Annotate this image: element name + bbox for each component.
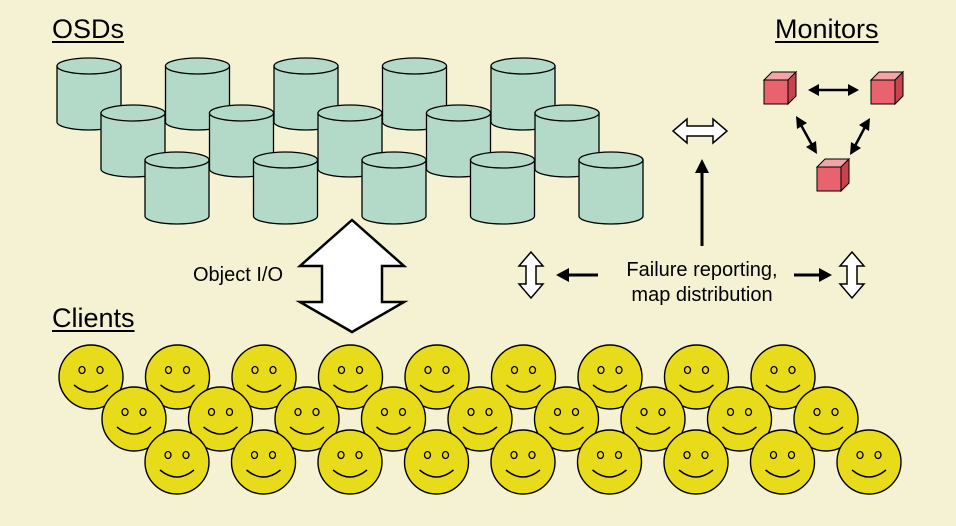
client-smiley-icon: [317, 344, 384, 410]
osd-disk-icon: [252, 151, 319, 225]
client-smiley-icon: [706, 386, 773, 452]
monitor-link-left-head-bottom-icon: [806, 141, 817, 154]
client-smiley-icon: [403, 429, 470, 495]
monitor-cube-icon: [815, 157, 851, 193]
failure-label-line1: Failure reporting,: [626, 259, 778, 281]
client-smiley-icon: [144, 344, 211, 410]
object-io-double-arrow: [295, 218, 409, 334]
client-smiley-icon: [836, 429, 902, 495]
client-smiley-icon: [404, 344, 470, 410]
client-smiley-icon: [274, 386, 340, 452]
failure-up-arrowhead-icon: [695, 159, 709, 173]
osd-disk-icon: [578, 151, 644, 225]
monitor-cube-icon: [762, 70, 798, 106]
client-smiley-icon: [58, 344, 124, 410]
right-vertical-double-arrow-icon: [838, 250, 866, 300]
arrows: [295, 84, 870, 334]
client-smiley-icon: [663, 344, 730, 410]
client-smiley-icon: [750, 344, 816, 410]
osd-cluster: [56, 57, 644, 225]
osds-heading: OSDs: [52, 14, 125, 44]
client-smiley-icon: [663, 429, 729, 495]
monitor-link-top-head-right-icon: [848, 84, 859, 96]
client-smiley-icon: [187, 386, 254, 452]
client-smiley-icon: [576, 429, 643, 495]
client-smiley-icon: [360, 386, 427, 452]
client-cluster: [58, 344, 902, 495]
monitor-cube-icon: [869, 70, 905, 106]
osd-disk-icon: [361, 151, 427, 225]
osd-disk-icon: [469, 151, 536, 225]
left-vertical-double-arrow-icon: [517, 250, 545, 300]
horizontal-double-arrow-icon: [671, 117, 729, 145]
monitor-link-right-head-top-icon: [859, 118, 870, 131]
monitor-link-left-head-top-icon: [796, 116, 807, 129]
client-smiley-icon: [533, 386, 600, 452]
client-smiley-icon: [793, 386, 859, 452]
monitor-link-left: [799, 124, 814, 146]
failure-reporting-label: Failure reporting, map distribution: [602, 258, 802, 308]
failure-left-arrowhead-icon: [556, 268, 569, 282]
failure-label-line2: map distribution: [631, 284, 773, 306]
monitor-cluster: [762, 70, 905, 193]
client-smiley-icon: [490, 429, 556, 495]
client-smiley-icon: [317, 429, 383, 495]
monitor-link-right: [853, 126, 867, 147]
client-smiley-icon: [101, 386, 167, 452]
object-io-label: Object I/O: [193, 264, 284, 286]
client-smiley-icon: [447, 386, 513, 452]
osd-disk-icon: [164, 57, 231, 131]
clients-heading: Clients: [52, 303, 135, 333]
client-smiley-icon: [577, 344, 643, 410]
client-smiley-icon: [490, 344, 557, 410]
monitor-link-right-head-bottom-icon: [850, 142, 861, 155]
monitors-heading: Monitors: [775, 14, 879, 44]
client-smiley-icon: [749, 429, 816, 495]
client-smiley-icon: [620, 386, 686, 452]
client-smiley-icon: [144, 429, 210, 495]
client-smiley-icon: [230, 429, 297, 495]
monitor-link-top-head-left-icon: [808, 84, 819, 96]
osd-disk-icon: [144, 151, 210, 225]
client-smiley-icon: [231, 344, 297, 410]
failure-right-arrowhead-icon: [819, 268, 832, 282]
